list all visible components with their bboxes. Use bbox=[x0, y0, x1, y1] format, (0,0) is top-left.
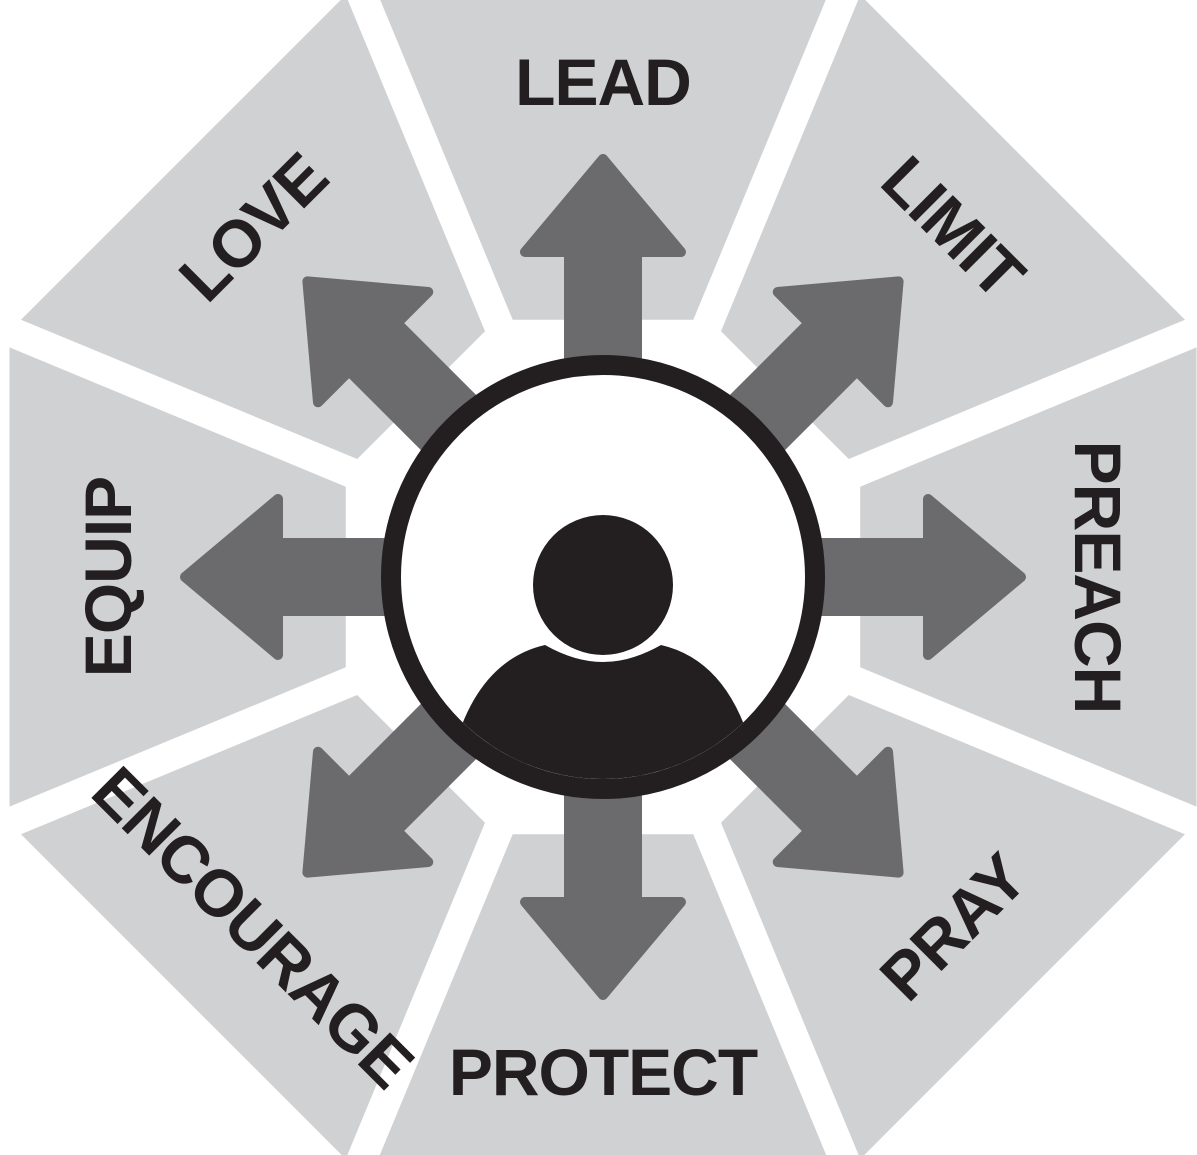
segment-equip bbox=[9, 347, 346, 807]
label-preach: PREACH bbox=[1061, 441, 1135, 714]
label-protect: PROTECT bbox=[449, 1035, 758, 1109]
label-lead: LEAD bbox=[515, 45, 691, 119]
person-body bbox=[455, 645, 751, 779]
person-head bbox=[533, 515, 673, 655]
segment-preach bbox=[860, 347, 1197, 807]
label-equip: EQUIP bbox=[71, 477, 145, 677]
center-hub bbox=[381, 355, 825, 799]
person-icon bbox=[455, 515, 751, 779]
